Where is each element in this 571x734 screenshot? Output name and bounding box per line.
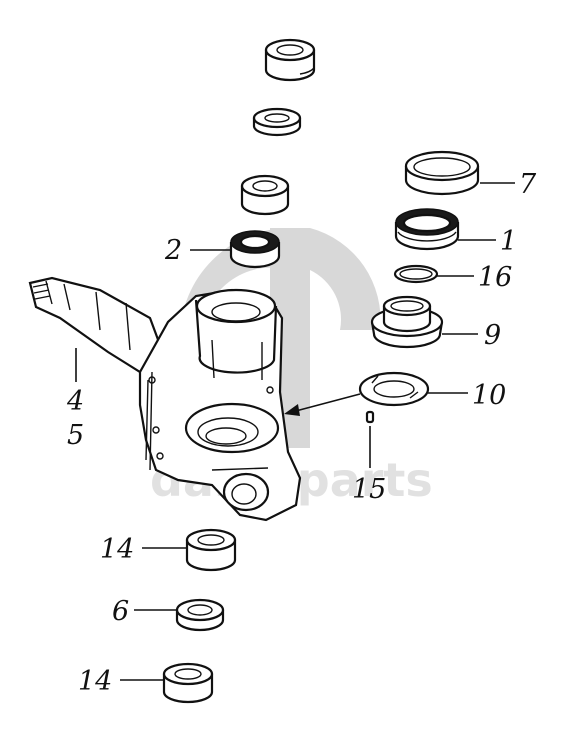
- label-1: 1: [500, 226, 517, 257]
- o-ring-part-16: [393, 264, 439, 284]
- flanged-bushing-part-9: [370, 295, 444, 349]
- upper-bushing: [240, 174, 290, 216]
- label-16: 16: [478, 262, 512, 293]
- label-9: 9: [484, 320, 501, 351]
- label-10: 10: [472, 380, 506, 411]
- label-14-a: 14: [100, 534, 134, 565]
- assembly-arrowhead: [284, 404, 300, 416]
- upper-washer: [252, 107, 302, 137]
- steering-knuckle-part-4-5: [28, 276, 302, 522]
- bearing-part-1: [394, 208, 460, 251]
- label-4: 4: [66, 386, 84, 417]
- lower-bushing-part-14-a: [185, 528, 237, 572]
- callout-labels: 7 1 16 9 10 15 2 4 5 14 6 14: [66, 169, 537, 697]
- seal-part-2: [229, 230, 281, 269]
- top-bushing: [264, 38, 316, 82]
- leader-lines: [75, 182, 515, 681]
- cup-part-7: [404, 150, 480, 196]
- washer-part-6: [175, 598, 225, 632]
- label-6: 6: [112, 596, 129, 627]
- thrust-washer-part-10: [358, 371, 430, 407]
- label-15: 15: [352, 474, 386, 505]
- label-2: 2: [164, 235, 182, 266]
- label-14-b: 14: [78, 666, 112, 697]
- label-7: 7: [519, 169, 537, 200]
- lower-bushing-part-14-b: [162, 662, 214, 704]
- assembly-arrow: [291, 393, 361, 413]
- pin-part-15: [365, 410, 375, 424]
- label-5: 5: [67, 420, 84, 451]
